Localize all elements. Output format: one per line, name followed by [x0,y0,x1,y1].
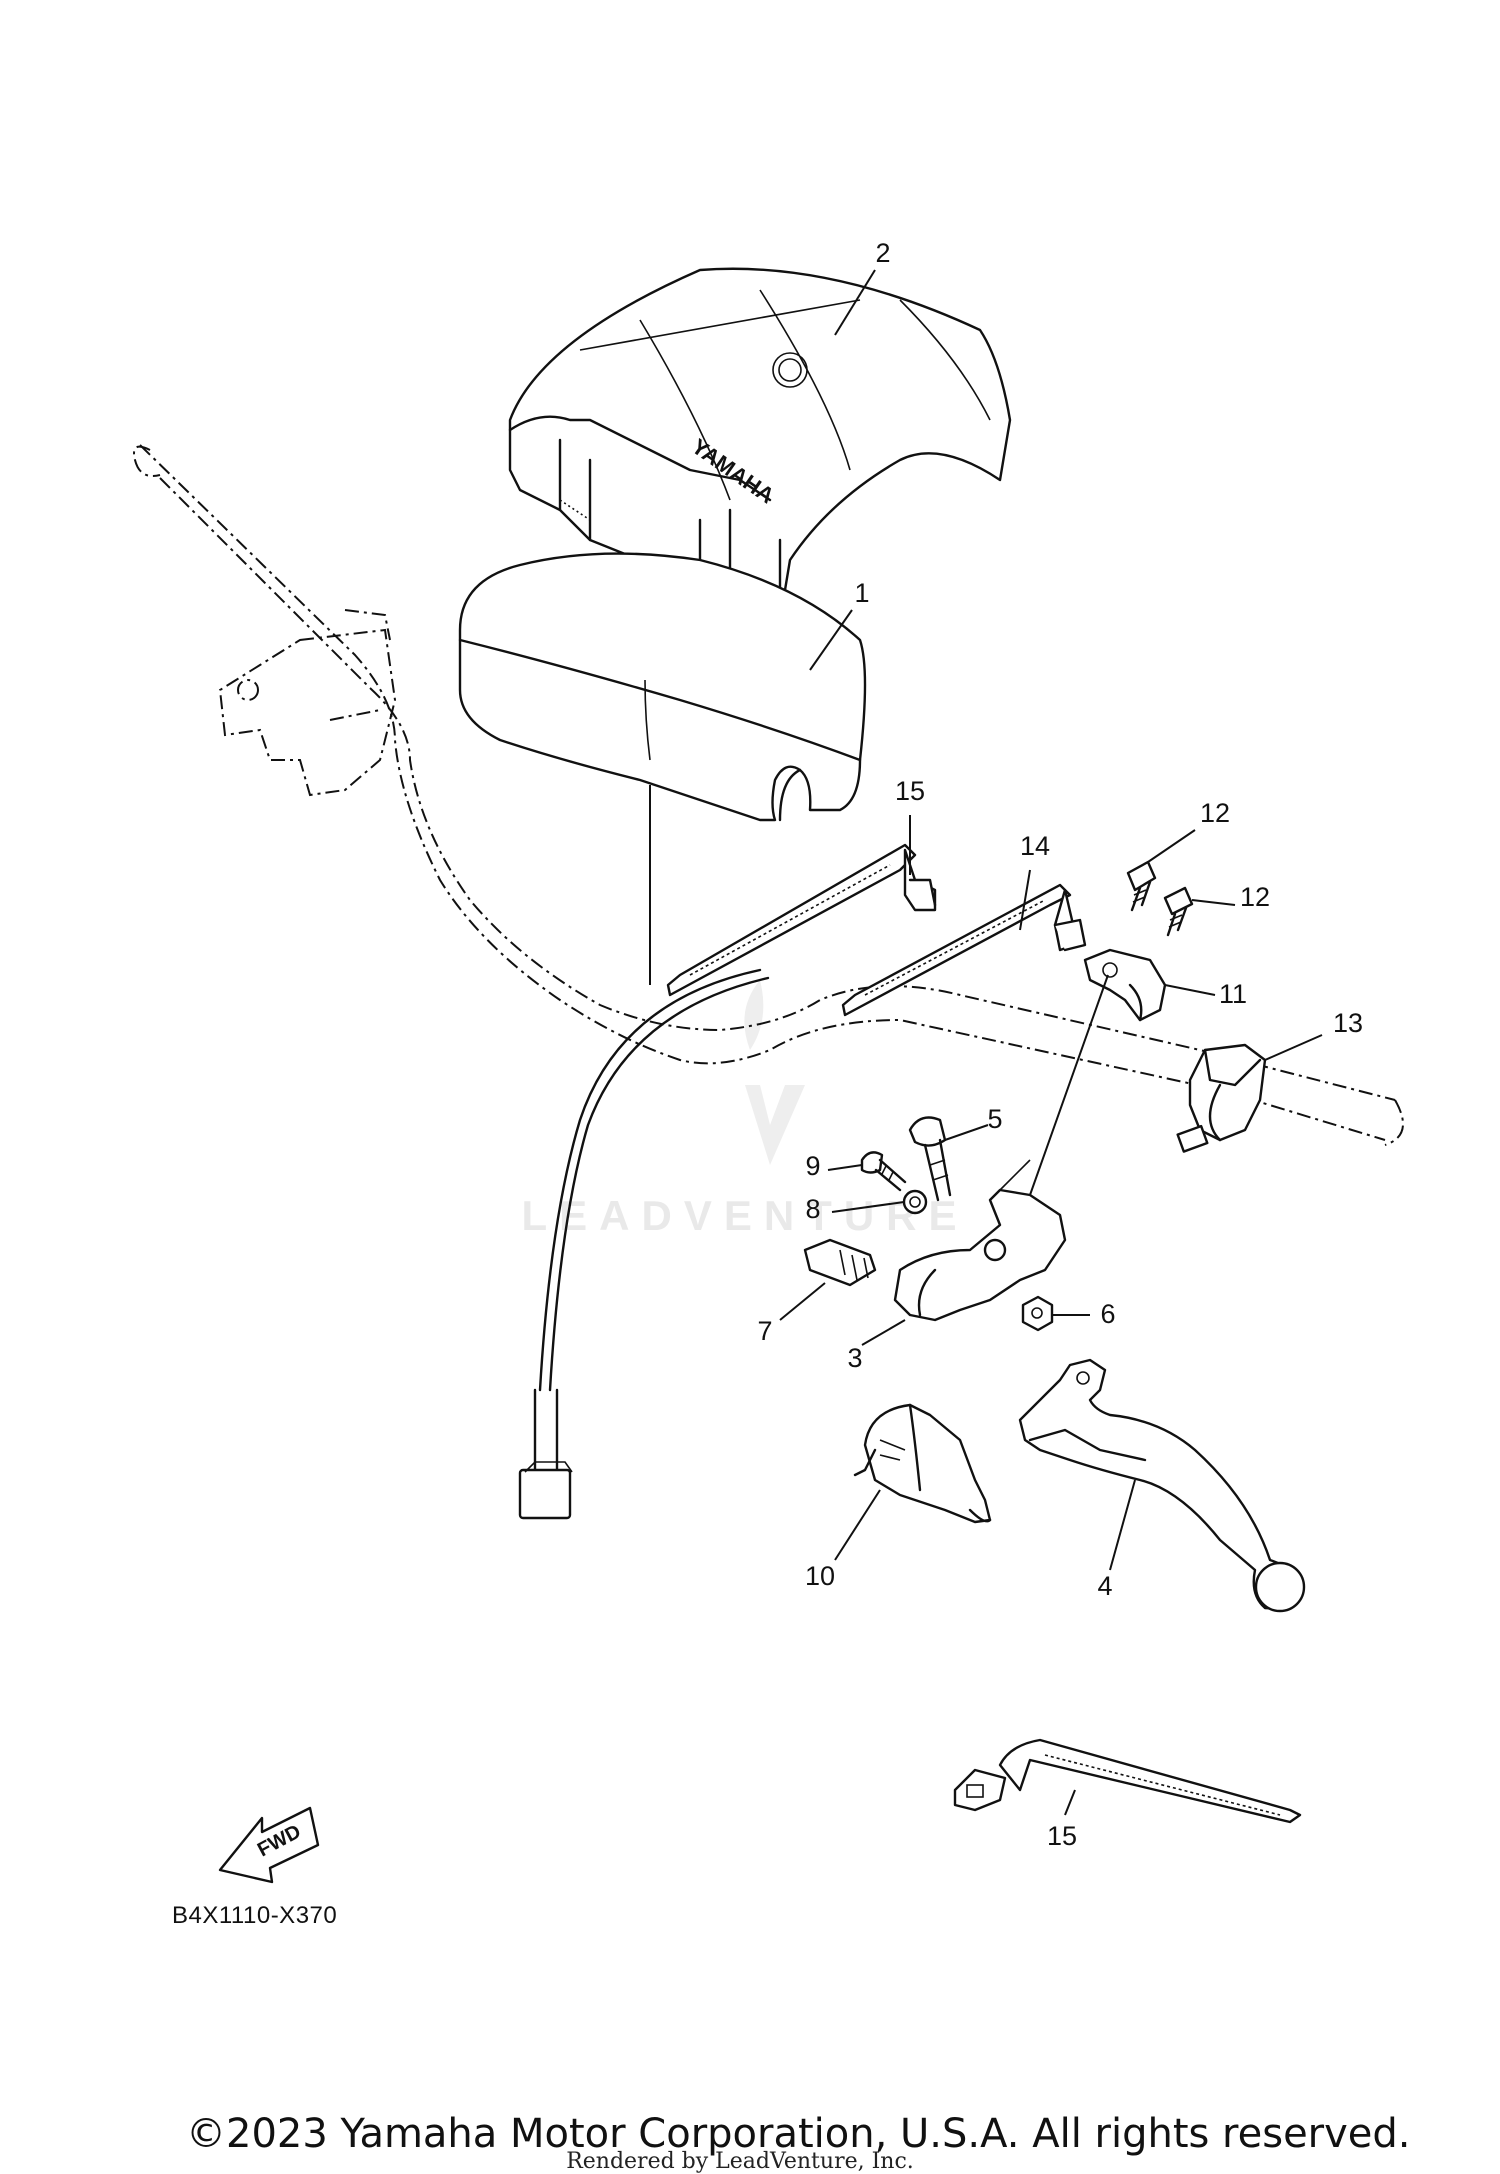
part-12-screw-a [1126,860,1157,912]
callout-2: 2 [875,238,890,268]
part-1-foam-pad [458,552,867,985]
leader-lines [779,269,1323,1816]
part-3-lever-holder [893,1159,1067,1322]
callout-12-a: 12 [1200,798,1230,828]
callout-6: 6 [1100,1299,1115,1329]
callout-11: 11 [1219,979,1247,1009]
part-9-screw [860,1151,907,1192]
copyright-notice: ©2023 Yamaha Motor Corporation, U.S.A. A… [186,2111,1411,2157]
fwd-arrow-icon: FWD [218,1806,320,1884]
callout-10: 10 [805,1561,835,1591]
handlebar [133,444,1404,1146]
part-7-adjuster [803,1238,877,1287]
callout-8: 8 [805,1194,820,1224]
diagram-code: B4X1110-X370 [172,1902,337,1929]
callout-1: 1 [854,578,869,608]
callout-3: 3 [847,1343,862,1373]
callout-5: 5 [987,1104,1002,1134]
part-14-cable-tie [841,883,1087,1017]
part-5-bolt [908,1116,952,1202]
callout-7: 7 [757,1316,772,1346]
callout-14: 14 [1020,831,1050,861]
watermark: LEADVENTURE [521,980,968,1239]
part-8-nut [902,1189,928,1215]
callout-15-bottom: 15 [1047,1821,1077,1851]
callout-9: 9 [805,1151,820,1181]
part-12-screw-b [1163,886,1194,937]
callout-13: 13 [1333,1008,1363,1038]
watermark-text: LEADVENTURE [521,1192,968,1239]
rendered-by-notice: Rendered by LeadVenture, Inc. [566,2149,914,2174]
leader-11-to-3 [1029,974,1109,1196]
callout-4: 4 [1097,1571,1112,1601]
part-2-pad-cover: YAMAHA [508,267,1012,622]
part-13-bar-clamp [1176,1043,1267,1153]
part-6-nut [1021,1295,1054,1332]
part-10-dust-cover [853,1403,992,1524]
part-15-cable-tie-top [666,843,937,997]
part-4-lever [1018,1358,1306,1613]
callout-15-top: 15 [895,776,925,806]
callout-12-b: 12 [1240,882,1270,912]
switch-cable [518,968,770,1520]
callout-labels: 2 1 15 14 12 12 11 13 5 9 8 6 7 3 10 4 1… [757,238,1363,1851]
part-15-cable-tie-bottom [953,1738,1302,1824]
part-11-clamp [1083,948,1167,1022]
